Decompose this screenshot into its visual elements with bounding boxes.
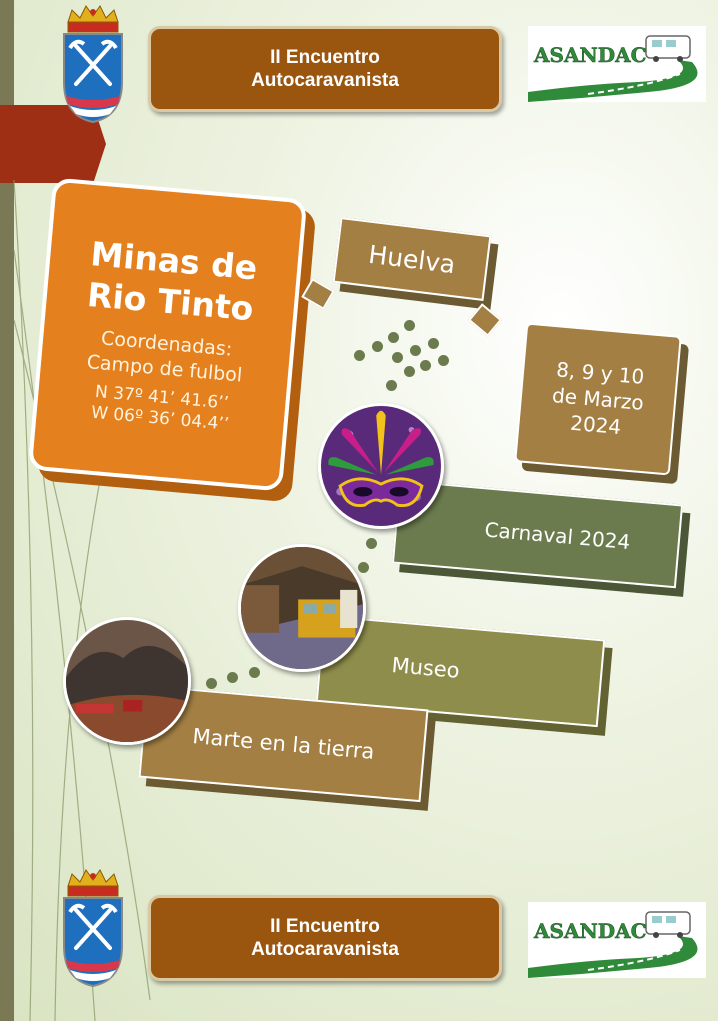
left-side-bar (0, 0, 14, 1021)
decor-dot (404, 366, 415, 377)
decor-dot (392, 352, 403, 363)
event-label-carnaval: Carnaval 2024 (483, 517, 632, 555)
coat-of-arms-icon (63, 5, 123, 124)
minas-title: Minas de Rio Tinto (85, 233, 259, 329)
event-label-marte: Marte en la tierra (191, 723, 376, 764)
decor-dot (366, 538, 377, 549)
mars-landscape-photo (63, 617, 191, 745)
header-banner-line1: II Encuentro (270, 47, 380, 68)
logo-text: ASANDAC (533, 43, 647, 67)
date-line3: 2024 (569, 410, 623, 440)
decor-dot (354, 350, 365, 361)
decor-dot (410, 345, 421, 356)
footer-banner-line2: Autocaravanista (251, 939, 399, 960)
mine-train-photo (238, 544, 366, 672)
location-card: Huelva (332, 216, 492, 302)
decor-dot (249, 667, 260, 678)
event-label-museo: Museo (390, 653, 461, 683)
asandac-logo-footer: ASANDAC (528, 902, 706, 978)
header-banner-line2: Autocaravanista (251, 70, 399, 91)
connector-shape (467, 303, 503, 337)
decor-dot (428, 338, 439, 349)
decor-dot (227, 672, 238, 683)
connector-shape (301, 277, 335, 311)
carnival-mask-photo (318, 403, 444, 529)
footer-banner-line1: II Encuentro (270, 916, 380, 937)
date-card: 8, 9 y 10 de Marzo 2024 (514, 322, 682, 476)
minas-card: Minas de Rio Tinto Coordenadas: Campo de… (27, 177, 308, 492)
decor-dot (386, 380, 397, 391)
decor-dot (388, 332, 399, 343)
asandac-logo: ASANDAC (528, 26, 706, 102)
decor-dot (420, 360, 431, 371)
decor-dot (438, 355, 449, 366)
logo-text-footer: ASANDAC (533, 919, 647, 943)
decor-dot (206, 678, 217, 689)
coat-of-arms-icon (63, 869, 123, 988)
decor-dot (404, 320, 415, 331)
decor-dot (372, 341, 383, 352)
decor-dot (358, 562, 369, 573)
location-label: Huelva (367, 239, 457, 279)
